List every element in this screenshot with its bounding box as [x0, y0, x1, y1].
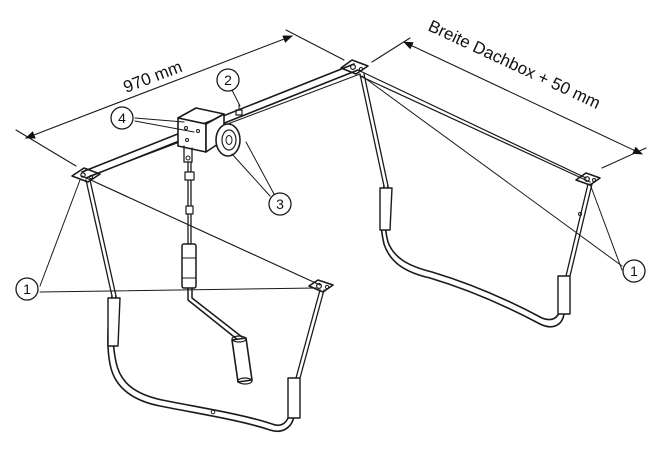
- callout-4: 4: [110, 106, 134, 130]
- svg-text:4: 4: [118, 110, 126, 126]
- mount-bracket-right-back: [575, 172, 601, 186]
- dimension-label-width: 970 mm: [121, 57, 185, 97]
- mount-bracket-left-back: [308, 279, 334, 293]
- callout-2: 2: [216, 68, 240, 92]
- svg-text:3: 3: [276, 196, 284, 212]
- mount-bracket-right-front: [340, 59, 369, 75]
- lifting-strap-left: [85, 179, 325, 432]
- svg-text:2: 2: [224, 72, 232, 88]
- dimension-lines: [15, 29, 647, 169]
- ceiling-frame: [81, 63, 591, 286]
- callout-1-left: 1: [15, 277, 39, 301]
- svg-text:1: 1: [630, 263, 638, 279]
- callout-1-right: 1: [622, 259, 646, 283]
- crank-rod: [181, 161, 253, 385]
- mount-bracket-left-front: [71, 167, 101, 183]
- lifting-strap-right: [359, 73, 593, 328]
- callout-3: 3: [268, 192, 292, 216]
- svg-text:1: 1: [23, 281, 31, 297]
